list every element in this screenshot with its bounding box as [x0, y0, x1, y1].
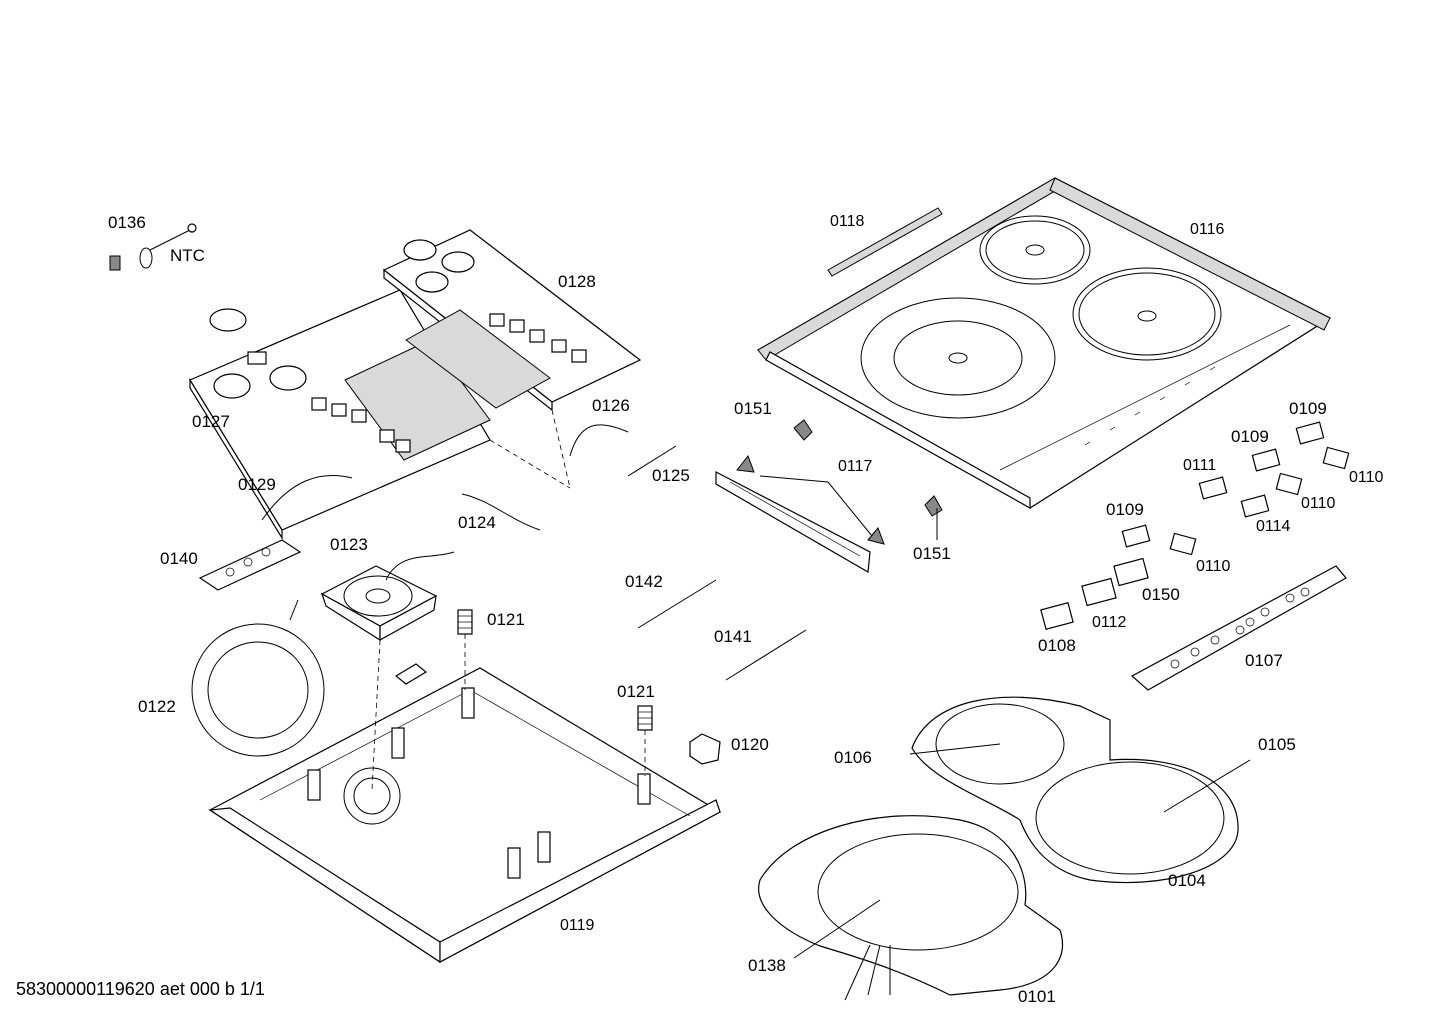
callout-0124: 0124 — [458, 513, 496, 532]
drawing-number: 58300000119620 aet 000 b 1/1 — [16, 979, 265, 999]
callout-0142: 0142 — [625, 572, 663, 591]
callout-0127: 0127 — [192, 412, 230, 431]
seal-strip — [827, 207, 943, 277]
small-board — [198, 539, 302, 591]
cable — [569, 424, 629, 457]
callout-0104: 0104 — [1168, 871, 1206, 890]
callout-0141: 0141 — [714, 627, 752, 646]
cable-loop — [191, 599, 325, 757]
control-board — [1130, 565, 1347, 691]
callout-0111: 0111 — [1183, 457, 1216, 474]
spring-icon — [457, 609, 473, 635]
callout-0109c: 0109 — [1106, 500, 1144, 519]
callout-0121a: 0121 — [487, 610, 525, 629]
ntc-sensor — [109, 223, 197, 271]
callout-0140: 0140 — [160, 549, 198, 568]
cable — [261, 474, 353, 521]
callout-0119: 0119 — [560, 917, 595, 934]
power-board-lower — [189, 289, 491, 541]
callout-0151b: 0151 — [913, 544, 951, 563]
callout-0128: 0128 — [558, 272, 596, 291]
spring-icon — [637, 705, 653, 731]
callout-ntc: NTC — [170, 246, 205, 265]
fan-bracket — [394, 663, 428, 685]
leader-lines — [793, 508, 1251, 959]
callout-0110b: 0110 — [1301, 495, 1336, 512]
callout-0125: 0125 — [652, 466, 690, 485]
callout-0106: 0106 — [834, 748, 872, 767]
callout-0114: 0114 — [1256, 518, 1291, 535]
callout-0138: 0138 — [748, 956, 786, 975]
callout-0110a: 0110 — [1349, 469, 1384, 486]
cable — [725, 629, 807, 681]
callout-0121b: 0121 — [617, 682, 655, 701]
power-board-upper — [382, 229, 642, 412]
callout-0108: 0108 — [1038, 636, 1076, 655]
callout-0150: 0150 — [1142, 585, 1180, 604]
callout-0126: 0126 — [592, 396, 630, 415]
clip-icon — [793, 419, 813, 441]
callout-0122: 0122 — [138, 697, 176, 716]
callout-0129: 0129 — [238, 475, 276, 494]
callout-labels: 0136 NTC 0128 0127 0126 0125 0129 0124 0… — [108, 213, 1384, 1006]
callout-0118: 0118 — [830, 213, 865, 230]
clip-icon — [924, 495, 943, 517]
callout-0105: 0105 — [1258, 735, 1296, 754]
connector-block — [689, 733, 721, 765]
mounting-bracket — [715, 454, 885, 573]
cable — [637, 579, 717, 629]
callout-0109a: 0109 — [1289, 399, 1327, 418]
callout-0112: 0112 — [1092, 614, 1127, 631]
callout-0101: 0101 — [1018, 987, 1056, 1006]
callout-0109b: 0109 — [1231, 427, 1269, 446]
callout-0123: 0123 — [330, 535, 368, 554]
base-tray — [208, 667, 722, 964]
callout-0117: 0117 — [838, 458, 873, 475]
cable — [461, 493, 541, 531]
induction-coil-carrier-small — [758, 815, 1064, 1001]
induction-coil-carrier-large — [911, 696, 1239, 884]
callout-0151a: 0151 — [734, 399, 772, 418]
control-caps — [1040, 421, 1350, 631]
callout-0120: 0120 — [731, 735, 769, 754]
callout-0116: 0116 — [1190, 221, 1225, 238]
callout-0110c: 0110 — [1196, 558, 1231, 575]
ceramic-hob-top — [756, 177, 1332, 510]
cable — [627, 445, 677, 477]
cooling-fan — [320, 551, 455, 642]
callout-0136: 0136 — [108, 213, 146, 232]
callout-0107: 0107 — [1245, 651, 1283, 670]
